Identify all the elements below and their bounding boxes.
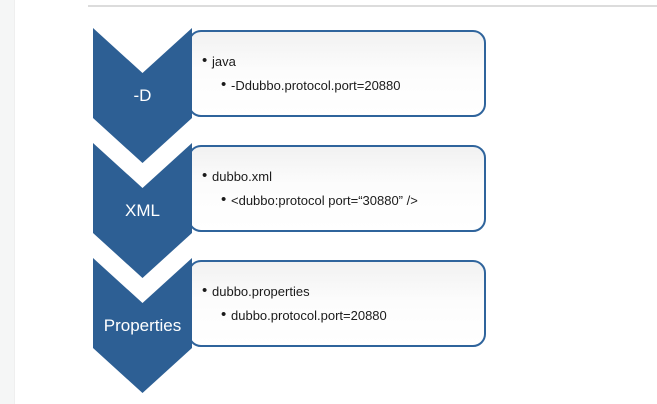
bullet-item-text: java — [212, 54, 236, 69]
bullet-subitem: • -Ddubbo.protocol.port=20880 — [190, 76, 484, 94]
chevron-down-shape: Properties — [93, 258, 192, 393]
bullet-subitem: • <dubbo:protocol port=“30880” /> — [190, 191, 484, 209]
bullet-icon: • — [221, 76, 227, 93]
diagram-step-jvm-d: • java • -Ddubbo.protocol.port=20880 -D — [0, 28, 657, 163]
chevron-down-icon — [93, 258, 192, 393]
diagram-step-properties: • dubbo.properties • dubbo.protocol.port… — [0, 258, 657, 393]
bullet-item-text: dubbo.properties — [212, 284, 310, 299]
bullet-item: • java — [190, 52, 484, 70]
bullet-item-text: dubbo.xml — [212, 169, 272, 184]
bullet-item: • dubbo.xml — [190, 167, 484, 185]
bullet-icon: • — [202, 52, 208, 69]
content-box: • dubbo.properties • dubbo.protocol.port… — [188, 260, 486, 347]
bullet-icon: • — [221, 191, 227, 208]
content-box: • java • -Ddubbo.protocol.port=20880 — [188, 30, 486, 117]
bullet-subitem-text: -Ddubbo.protocol.port=20880 — [231, 78, 401, 93]
chevron-down-shape: -D — [93, 28, 192, 163]
bullet-subitem: • dubbo.protocol.port=20880 — [190, 306, 484, 324]
diagram-step-xml: • dubbo.xml • <dubbo:protocol port=“3088… — [0, 143, 657, 278]
chevron-label: Properties — [103, 316, 182, 335]
bullet-icon: • — [221, 306, 227, 323]
bullet-icon: • — [202, 167, 208, 184]
bullet-icon: • — [202, 282, 208, 299]
content-box: • dubbo.xml • <dubbo:protocol port=“3088… — [188, 145, 486, 232]
top-divider — [88, 5, 657, 7]
bullet-subitem-text: dubbo.protocol.port=20880 — [231, 308, 387, 323]
chevron-down-icon — [93, 143, 192, 278]
chevron-down-shape: XML — [93, 143, 192, 278]
chevron-label: XML — [125, 201, 160, 220]
chevron-down-icon — [93, 28, 192, 163]
bullet-subitem-text: <dubbo:protocol port=“30880” /> — [231, 193, 418, 208]
left-gutter — [0, 0, 15, 404]
chevron-label: -D — [133, 86, 152, 105]
bullet-item: • dubbo.properties — [190, 282, 484, 300]
